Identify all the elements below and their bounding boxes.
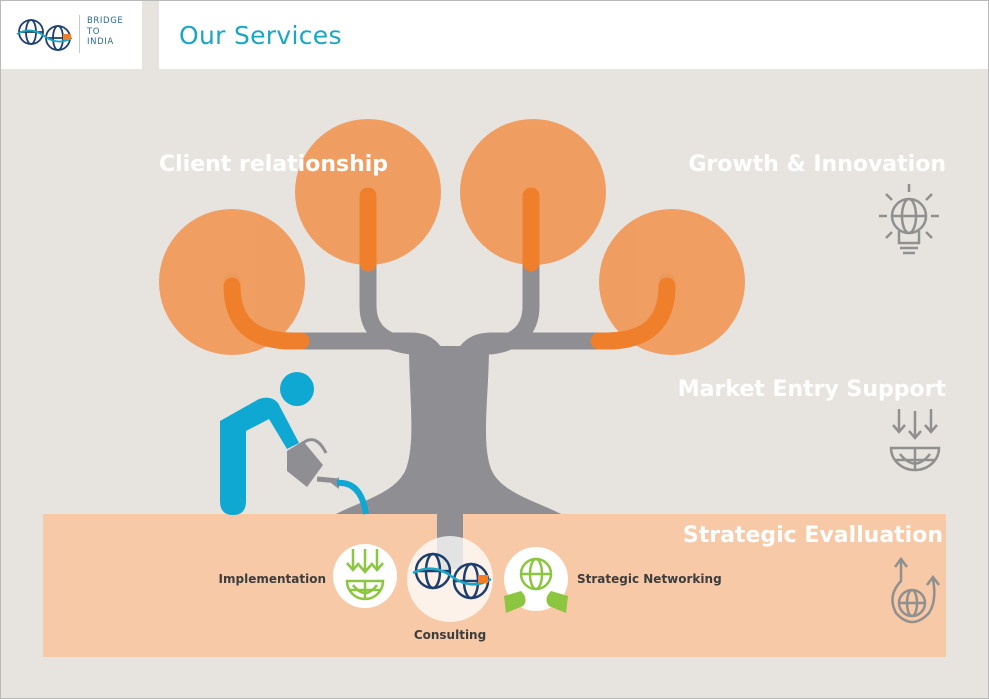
globe-cycle-arrows-icon (891, 556, 940, 624)
green-arrows-globe-icon (345, 549, 385, 601)
client-relationship-label: Client relationship (159, 152, 388, 177)
logo-area[interactable]: BRIDGE TO INDIA (1, 1, 142, 69)
networking-node (504, 547, 568, 613)
strategic-band (43, 514, 946, 657)
gardener-watering-icon (220, 372, 369, 515)
logo-wordmark: BRIDGE TO INDIA (87, 16, 141, 48)
logo-divider (79, 15, 80, 53)
logo-line-1: BRIDGE (87, 16, 124, 26)
arrows-into-globe-icon (889, 409, 941, 472)
strategic-networking-label: Strategic Networking (577, 572, 722, 586)
globe-bridge-logo-icon (16, 19, 73, 51)
growth-innovation-label: Growth & Innovation (688, 152, 946, 177)
implementation-node (333, 544, 397, 608)
logo-line-2: TO (87, 26, 101, 37)
logo-line-3: INDIA (87, 37, 114, 47)
title-bar: Our Services (159, 1, 988, 69)
branch-tips (223, 187, 676, 350)
consulting-label: Consulting (414, 628, 486, 642)
consulting-node (407, 536, 493, 622)
implementation-label: Implementation (219, 572, 326, 586)
bridge-globe-icon (412, 552, 492, 600)
hands-holding-globe-icon (504, 557, 568, 613)
strategic-evaluation-label: Strategic Evallu­ation (683, 523, 943, 548)
page-title: Our Services (179, 21, 342, 50)
lightbulb-globe-icon (879, 184, 939, 255)
market-entry-label: Market Entry Support (678, 377, 947, 402)
